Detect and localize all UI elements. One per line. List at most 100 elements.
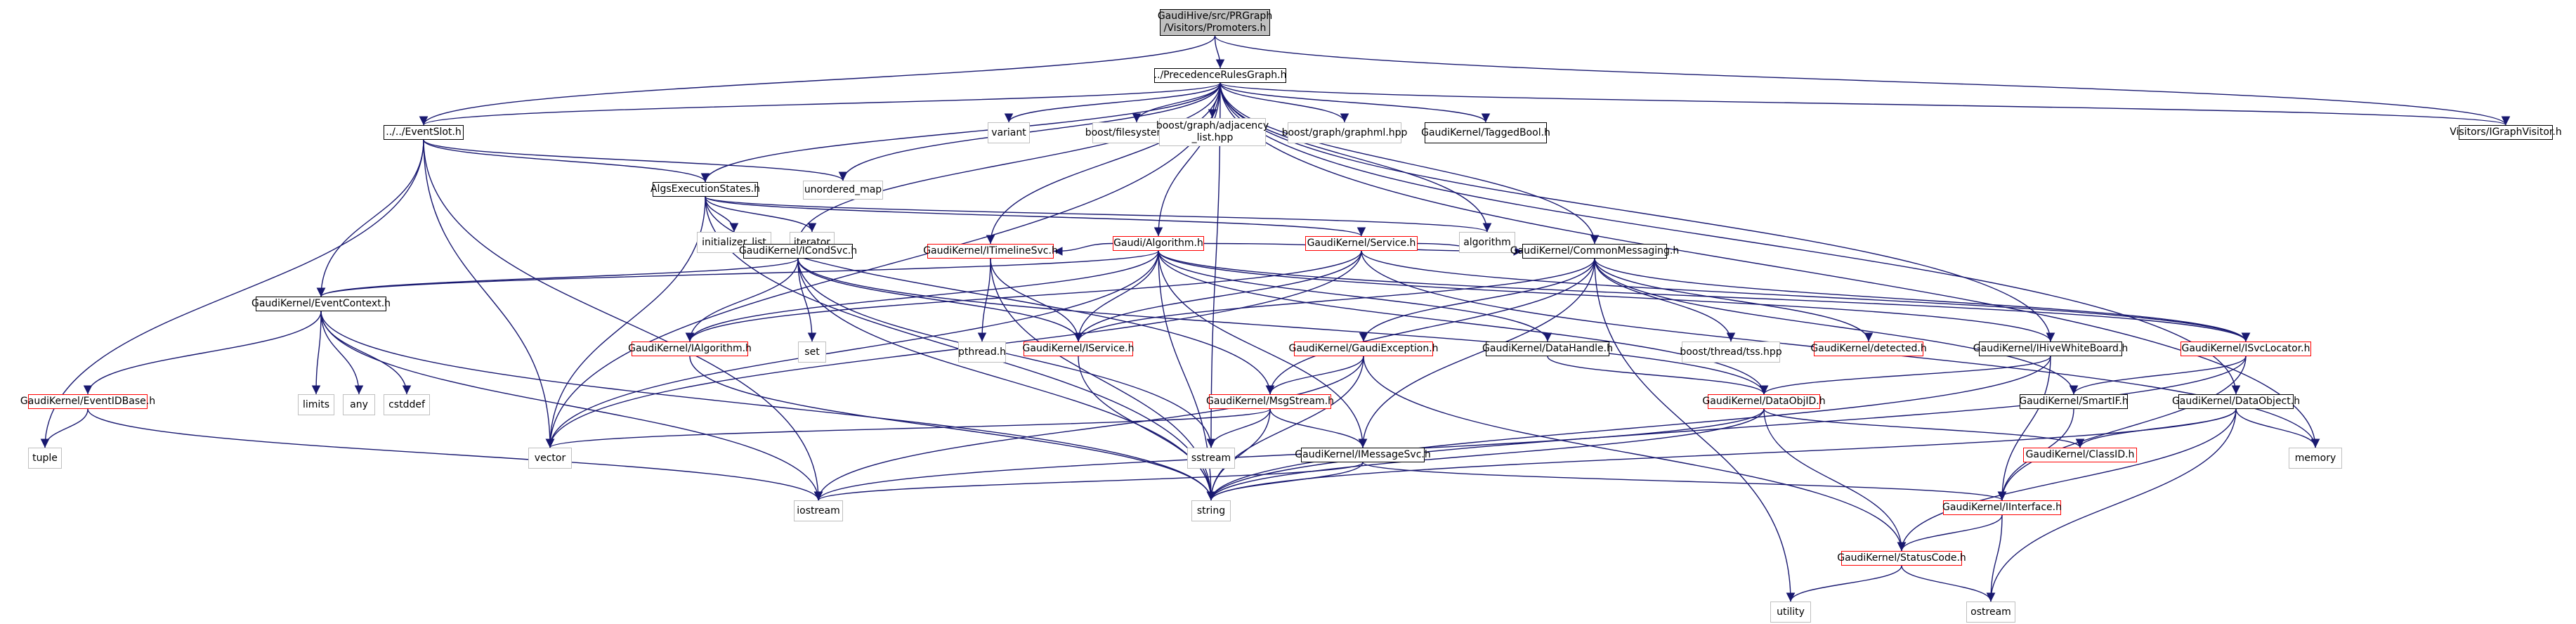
edge-imessagesvc-to-string [1206,462,1364,501]
node-label: tuple [32,452,58,464]
node-threadtss[interactable]: boost/thread/tss.hpp [1680,342,1782,363]
node-itimelinesvc[interactable]: GaudiKernel/ITimelineSvc.h [923,244,1058,259]
edge-promoters-to-prg [1214,35,1225,69]
node-unordered_map[interactable]: unordered_map [803,181,883,200]
node-promoters[interactable]: GaudiHive/src/PRGraph /Visitors/Promoter… [1158,9,1272,36]
edge-prg-to-algorithm [1220,82,1492,233]
node-dataobjid[interactable]: GaudiKernel/DataObjID.h [1702,394,1826,409]
node-label: boost/thread/tss.hpp [1680,346,1782,358]
node-eventidbase[interactable]: GaudiKernel/EventIDBase.h [20,394,155,409]
node-ihivewhiteboard[interactable]: GaudiKernel/IHiveWhiteBoard.h [1973,342,2128,356]
edge-promoters-to-igraphvisitor [1214,35,2510,126]
node-iinterface[interactable]: GaudiKernel/IInterface.h [1942,500,2062,515]
edge-icondsvc-to-eventcontext [317,258,799,297]
node-variant[interactable]: variant [988,122,1030,143]
node-prg[interactable]: ../PrecedenceRulesGraph.h [1154,68,1286,83]
node-label: vector [534,452,566,464]
node-any[interactable]: any [343,394,375,415]
edge-gaudiexception-to-msgstream [1265,356,1364,395]
node-label: GaudiKernel/IMessageSvc.h [1295,449,1431,460]
edge-datahandle-to-dataobjid [1547,356,1769,395]
node-statuscode[interactable]: GaudiKernel/StatusCode.h [1837,551,1966,566]
node-datahandle[interactable]: GaudiKernel/DataHandle.h [1482,342,1613,356]
node-algorithm[interactable]: algorithm [1459,232,1515,253]
node-adjacency[interactable]: boost/graph/adjacency _list.hpp [1156,118,1269,146]
node-classid[interactable]: GaudiKernel/ClassID.h [2023,448,2137,462]
edge-eventcontext-to-iostream [320,311,823,501]
edge-commonmessaging-to-detected [1594,258,1874,342]
edge-dataobjid-to-classid [1763,408,2085,448]
node-cstddef[interactable]: cstddef [384,394,430,415]
edge-dataobjid-to-iostream [813,408,1765,501]
node-msgstream[interactable]: GaudiKernel/MsgStream.h [1206,394,1334,409]
edge-msgstream-to-imessagesvc [1269,408,1368,448]
node-tuple[interactable]: tuple [28,448,62,469]
node-isvclocator[interactable]: GaudiKernel/ISvcLocator.h [2181,342,2311,356]
node-limits[interactable]: limits [298,394,334,415]
node-detected[interactable]: GaudiKernel/detected.h [1810,342,1927,356]
node-service[interactable]: GaudiKernel/Service.h [1305,236,1418,251]
node-smartif[interactable]: GaudiKernel/SmartIF.h [2019,394,2129,409]
edge-itimelinesvc-to-pthread [977,258,991,342]
edge-msgstream-to-vector [546,408,1271,448]
node-ialgorithm[interactable]: GaudiKernel/IAlgorithm.h [628,342,752,356]
node-dataobject[interactable]: GaudiKernel/DataObject.h [2172,394,2300,409]
edge-eventcontext-to-string [320,311,1216,501]
node-eventslot[interactable]: ../../EventSlot.h [384,125,464,140]
node-label: GaudiKernel/DataObjID.h [1702,396,1826,407]
edge-prg-to-memory [1220,82,2320,448]
edge-gaudialgorithm-to-eventcontext [317,250,1159,297]
node-label: unordered_map [804,184,882,195]
node-graphml[interactable]: boost/graph/graphml.hpp [1282,122,1407,143]
edge-imessagesvc-to-iostream [814,462,1364,501]
node-label: GaudiKernel/IService.h [1022,343,1135,354]
edge-service-to-vector [545,250,1362,448]
node-label: GaudiKernel/IAlgorithm.h [628,343,752,354]
node-label: string [1196,505,1226,516]
node-icondsvc[interactable]: GaudiKernel/ICondSvc.h [739,244,857,259]
node-ostream[interactable]: ostream [1966,602,2015,623]
node-label: sstream [1191,452,1231,464]
edge-gaudiexception-to-iostream [813,356,1364,501]
edge-prg-to-dataobject [1220,82,2241,395]
node-memory[interactable]: memory [2289,448,2342,469]
node-label: GaudiKernel/detected.h [1810,343,1927,354]
edge-ihivewhiteboard-to-dataobjid [1759,356,2051,395]
edge-ihivewhiteboard-to-string [1206,356,2051,501]
node-eventcontext[interactable]: GaudiKernel/EventContext.h [251,297,391,311]
node-label: variant [991,126,1026,138]
node-algsexec[interactable]: AlgsExecutionStates.h [650,182,760,197]
edge-isvclocator-to-string [1206,356,2247,501]
node-gaudiexception[interactable]: GaudiKernel/GaudiException.h [1288,342,1439,356]
edge-dataobjid-to-statuscode [1763,408,1907,552]
node-label: GaudiKernel/EventIDBase.h [20,396,156,407]
node-sstream[interactable]: sstream [1187,448,1235,469]
node-label: algorithm [1463,236,1511,248]
edge-prg-to-taggedbool [1220,82,1491,123]
node-label: GaudiKernel/ICondSvc.h [738,245,858,256]
node-vector[interactable]: vector [528,448,572,469]
node-gaudialgorithm[interactable]: Gaudi/Algorithm.h [1113,236,1204,251]
node-taggedbool[interactable]: GaudiKernel/TaggedBool.h [1421,122,1550,143]
edge-gaudiexception-to-statuscode [1363,356,1907,552]
node-pthread[interactable]: pthread.h [958,342,1006,363]
node-iostream[interactable]: iostream [794,500,843,521]
node-label: iostream [797,505,840,516]
node-string[interactable]: string [1191,500,1231,521]
edge-gaudialgorithm-to-isvclocator [1158,250,2250,342]
node-igraphvisitor[interactable]: Visitors/IGraphVisitor.h [2450,125,2562,140]
node-label: boost/graph/graphml.hpp [1281,126,1408,138]
node-iservice[interactable]: GaudiKernel/IService.h [1022,342,1135,356]
edge-isvclocator-to-smartif [2069,356,2247,395]
node-set[interactable]: set [798,342,826,363]
edge-algsexec-to-algorithm [705,196,1491,233]
node-commonmessaging[interactable]: GaudiKernel/CommonMessaging.h [1510,244,1679,259]
edge-algsexec-to-service [705,196,1366,237]
edge-commonmessaging-to-msgstream [1265,258,1595,395]
node-imessagesvc[interactable]: GaudiKernel/IMessageSvc.h [1295,448,1431,462]
edge-service-to-isvclocator [1361,250,2251,342]
node-utility[interactable]: utility [1770,602,1811,623]
edge-prg-to-gaudialgorithm [1153,82,1221,237]
